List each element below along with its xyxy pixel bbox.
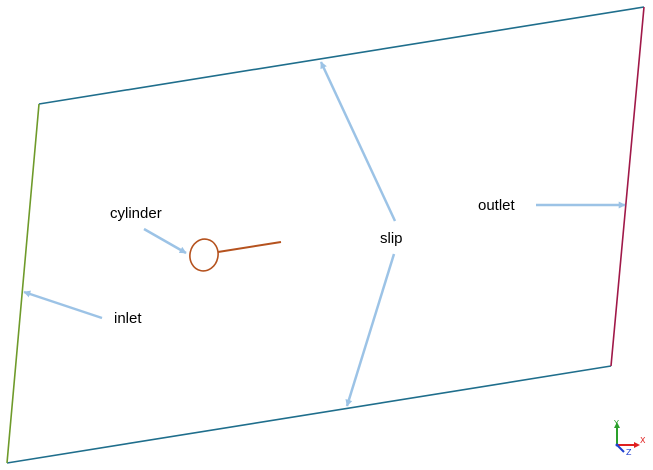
axis-triad-icon: Y X Z <box>613 419 646 457</box>
cylinder-arrow <box>143 227 187 255</box>
inlet-edge <box>6 103 40 464</box>
y-axis-label: Y <box>613 419 619 428</box>
slip-arrow-up <box>319 61 397 222</box>
slip-label: slip <box>380 230 403 247</box>
outlet-edge <box>610 6 645 367</box>
z-axis-line <box>616 444 625 453</box>
outlet-label: outlet <box>478 197 516 214</box>
slip-arrow-down <box>345 253 396 407</box>
slip-bottom-edge <box>6 365 612 464</box>
cylinder-label: cylinder <box>110 205 162 222</box>
x-axis-label: X <box>640 436 646 445</box>
slip-top-edge <box>38 6 645 105</box>
z-axis-label: Z <box>626 448 632 457</box>
cylinder-shape <box>189 238 282 272</box>
inlet-label: inlet <box>114 310 142 327</box>
inlet-arrow <box>23 290 103 320</box>
